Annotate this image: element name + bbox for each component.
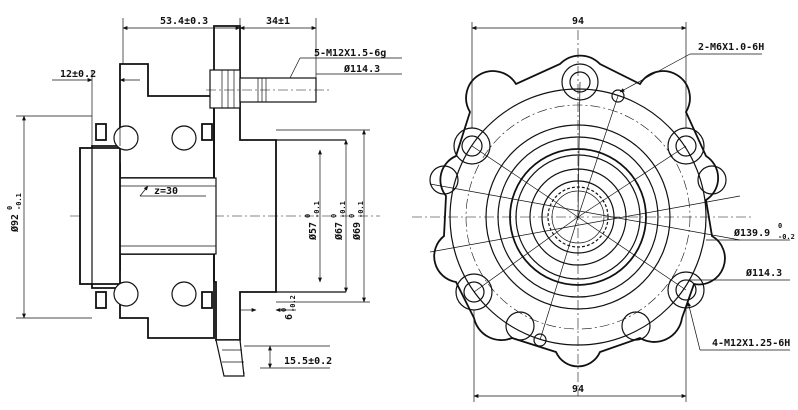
dim-34-label: 34±1 (266, 16, 290, 27)
seal (95, 291, 107, 309)
dia-92-upper: 0 (6, 206, 14, 210)
seal (201, 291, 213, 309)
mount-tab (215, 339, 245, 377)
flange-lobe (697, 165, 727, 195)
flange-lobe (505, 311, 535, 341)
ring-mid-2 (497, 136, 659, 298)
m6-hole (611, 89, 625, 103)
dim-6-label: 6 (284, 314, 295, 320)
dia-92-label: Ø92 (9, 214, 21, 233)
bearing-ball (113, 125, 139, 151)
spline-sleeve (119, 177, 217, 255)
dia-67-upper: 0 (330, 214, 338, 218)
stud-pcd-label: Ø114.3 (343, 63, 380, 75)
dia-57-lower: -0.1 (313, 201, 321, 218)
dim-94-bottom-label: 94 (572, 384, 584, 395)
dia-67-label: Ø67 (333, 222, 345, 241)
dim-53-4-label: 53.4±0.3 (160, 16, 208, 27)
bearing-ball (113, 281, 139, 307)
m6-holes-label: 2-M6X1.0-6H (698, 42, 764, 53)
front-view: 94 94 2-M6X1.0-6H Ø139.9 0 -0.2 Ø114.3 4… (412, 16, 795, 402)
ring-bearing-2 (515, 154, 641, 280)
dia-57-upper: 0 (304, 214, 312, 218)
ring-hub (529, 168, 627, 266)
dia-69-upper: 0 (348, 214, 356, 218)
dim-6-lower: -0.2 (289, 295, 297, 312)
dim-12-label: 12±0.2 (60, 69, 96, 80)
dia-92-lower: -0.1 (15, 193, 23, 210)
dim-6-upper: 0 (280, 308, 288, 312)
stud-thread-label: 5-M12X1.5-6g (314, 48, 386, 59)
pcd-114-3-label: Ø114.3 (745, 267, 782, 279)
seal (95, 123, 107, 141)
flange-outline (433, 54, 726, 368)
flange-lobe (621, 311, 651, 341)
dia-67-lower: -0.1 (339, 201, 347, 218)
ring-outer-139 (449, 88, 707, 346)
ring-bolt-circle (465, 104, 691, 330)
ring-bearing (509, 148, 647, 286)
inner-ring (79, 147, 121, 285)
bearing-ball (171, 125, 197, 151)
side-section-view: 53.4±0.3 34±1 12±0.2 5-M12X1.5-6g Ø114.3… (6, 16, 402, 377)
dia-139-9-upper: 0 (778, 222, 782, 230)
seal (201, 123, 213, 141)
dim-15-5-label: 15.5±0.2 (284, 356, 332, 367)
bearing-ball (171, 281, 197, 307)
ring-mid (485, 124, 671, 310)
dia-57-label: Ø57 (307, 222, 319, 241)
dia-139-9-lower: -0.2 (778, 233, 795, 241)
dia-69-label: Ø69 (351, 222, 363, 241)
wheel-stud (206, 69, 330, 109)
spline-label: z=30 (154, 186, 178, 197)
dia-69-lower: -0.1 (357, 201, 365, 218)
m6-hole (533, 333, 547, 347)
dia-139-9-label: Ø139.9 (733, 227, 770, 239)
dim-94-top-label: 94 (572, 16, 584, 27)
flange-lobe (429, 165, 459, 195)
m12-holes-label: 4-M12X1.25-6H (712, 338, 790, 349)
spline-gear (547, 186, 609, 248)
